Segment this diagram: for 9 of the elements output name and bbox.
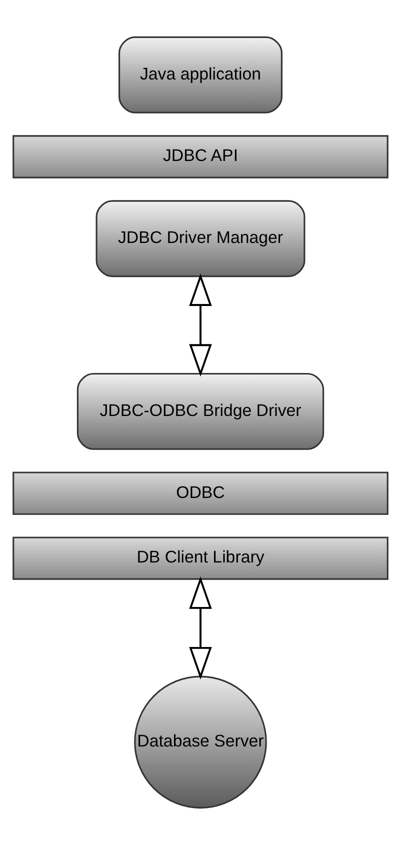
arrow [189, 576, 212, 680]
node-box: DB Client Library [12, 536, 388, 580]
node-box: JDBC Driver Manager [96, 200, 306, 278]
node-box: JDBC-ODBC Bridge Driver [76, 373, 324, 450]
node-box: Java application [118, 36, 282, 114]
arrow [189, 273, 212, 377]
node-circle: Database Server [134, 676, 267, 809]
node-box: JDBC API [12, 135, 388, 178]
node-box: ODBC [12, 472, 388, 515]
